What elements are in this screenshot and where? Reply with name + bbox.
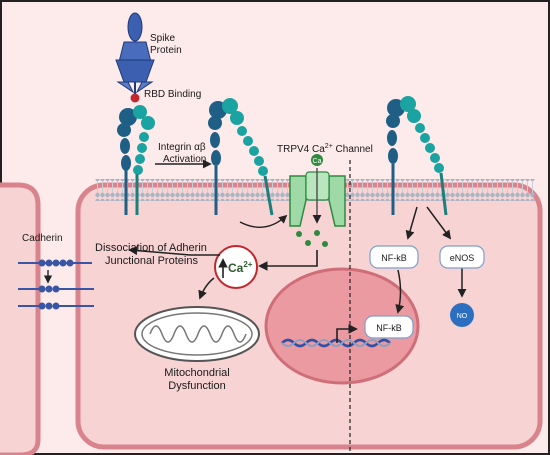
trpv4-channel-icon — [289, 171, 346, 227]
rbd-dot — [130, 93, 140, 103]
dna-icon — [281, 338, 391, 348]
enos-label: eNOS — [450, 253, 475, 263]
integrin-enos-arrow — [426, 206, 452, 240]
integrin-label-2: Activation — [163, 154, 206, 165]
integrin-nfkb-arrow — [405, 206, 418, 240]
activation-curve-arrow — [239, 214, 288, 228]
nucleus-icon — [264, 267, 420, 385]
enos-box — [439, 245, 485, 269]
nfkb-nucleus-label: NF-kB — [376, 323, 402, 333]
ca-main-label: Ca2+ — [228, 260, 253, 275]
integrin-label-1: Integrin αβ — [158, 142, 206, 153]
mito-label-2: Dysfunction — [168, 380, 225, 392]
nfkb-cyto-box — [369, 245, 419, 269]
nfkb-cyto-label: NF-kB — [381, 253, 407, 263]
spike-label-1: Spike — [150, 33, 175, 44]
neighbor-cell — [0, 182, 41, 455]
integrin-icon — [117, 105, 155, 215]
mito-label-1: Mitochondrial — [164, 367, 229, 379]
no-circle — [450, 303, 474, 327]
dissociation-label-2: Junctional Proteins — [105, 255, 198, 267]
dissociation-label-1: Dissociation of Adherin — [95, 242, 207, 254]
no-label: NO — [457, 313, 468, 320]
nfkb-translocation-arrow — [395, 269, 405, 314]
cadherin-label: Cadherin — [22, 233, 63, 244]
ca-ion-label: Ca — [313, 158, 322, 165]
nfkb-nucleus-box — [364, 315, 414, 339]
spike-protein-icon — [115, 12, 155, 94]
spike-label-2: Protein — [150, 45, 182, 56]
dissociation-arrow — [128, 246, 220, 256]
calcium-ion-icon — [311, 154, 323, 166]
calcium-dots — [296, 230, 328, 247]
calcium-path-arrow — [258, 250, 318, 271]
cadherin-icon — [18, 259, 94, 310]
integrin-icon — [386, 96, 448, 216]
trpv4-label: TRPV4 Ca2+ Channel — [277, 143, 373, 155]
mito-arrow — [198, 277, 215, 300]
integrin-icon — [208, 98, 274, 216]
mitochondrion-icon — [134, 306, 260, 362]
rbd-label: RBD Binding — [144, 89, 201, 100]
calcium-increase-icon — [214, 245, 258, 289]
